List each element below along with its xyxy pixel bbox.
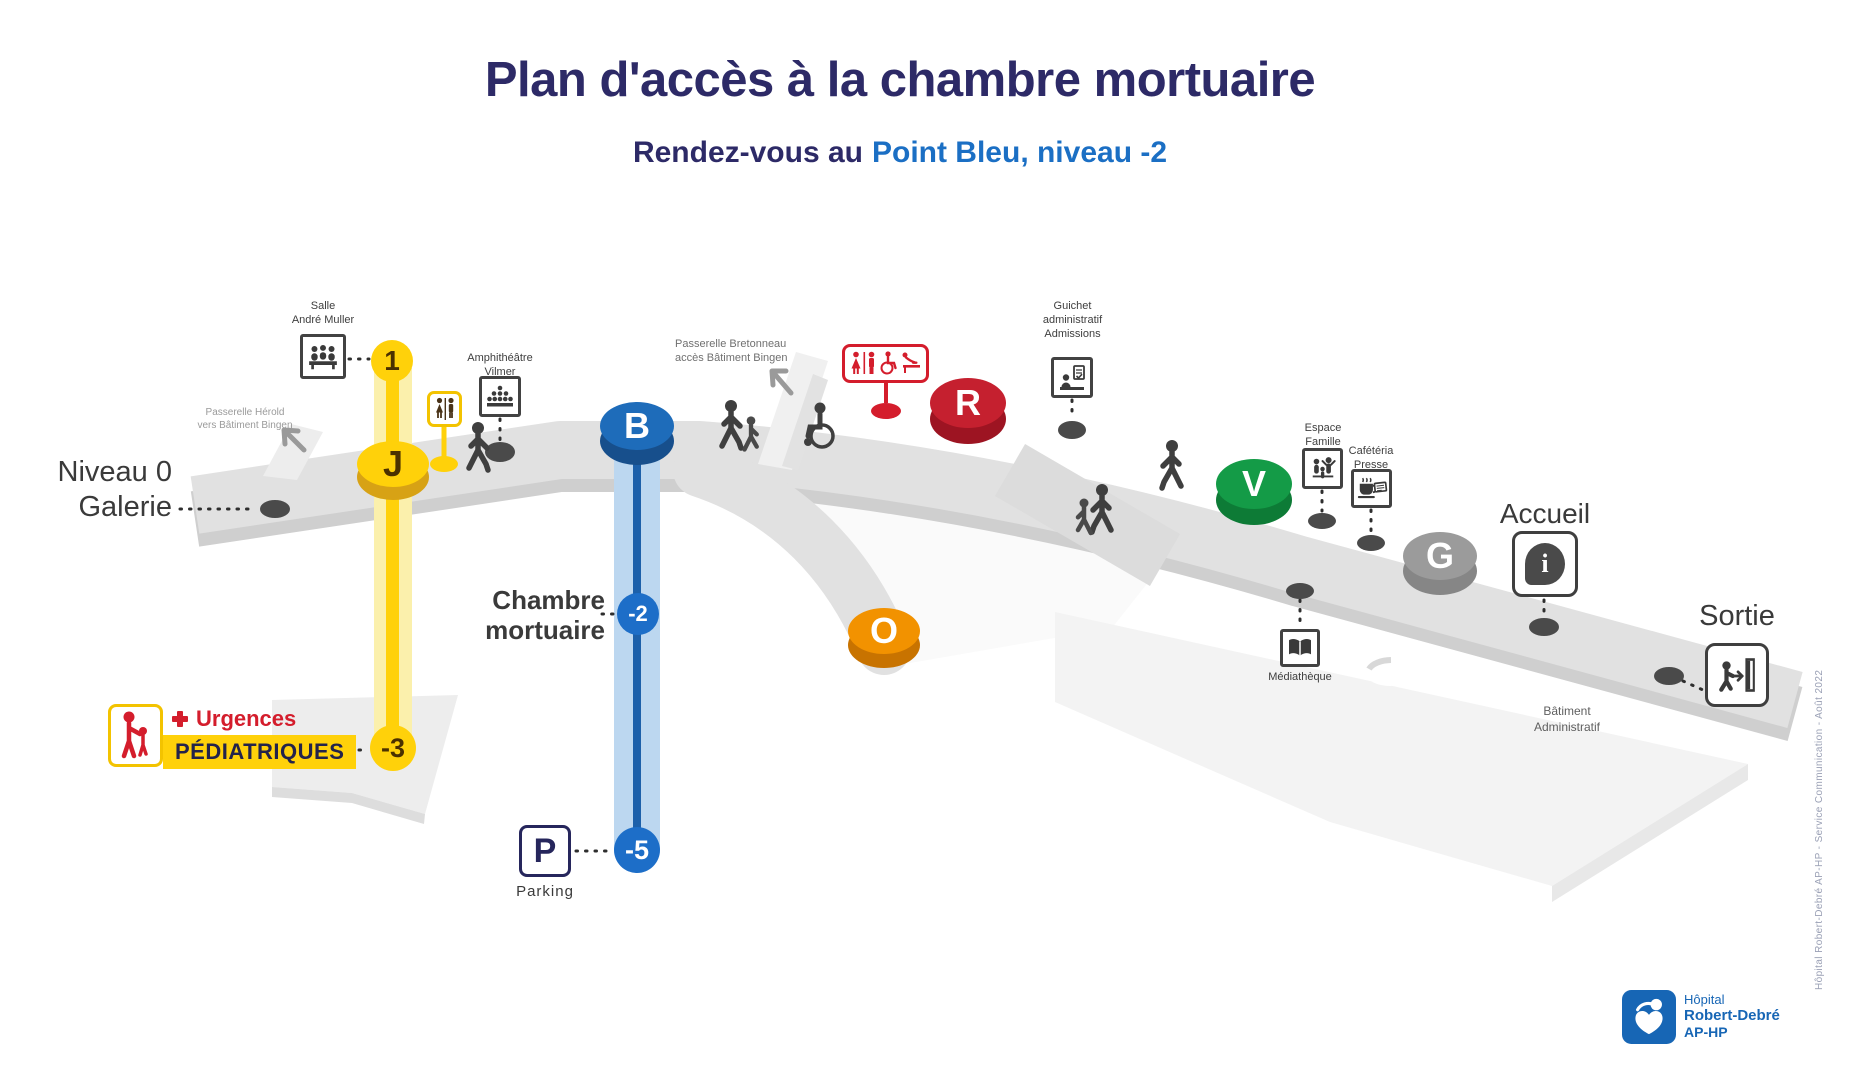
sign-stems: [430, 383, 901, 472]
level-bands: [374, 368, 660, 850]
sortie-label: Sortie: [1699, 600, 1775, 632]
subtitle-highlight: Point Bleu, niveau -2: [871, 136, 1168, 169]
chambre-mortuaire-label: Chambre mortuaire: [485, 585, 605, 645]
point-1: 1: [371, 340, 413, 382]
arrow-up-left-icon: [769, 368, 794, 396]
subtitle-prefix: Rendez-vous au: [632, 136, 863, 169]
pedestrian-icon: [1159, 440, 1184, 491]
salle-andre-muller-label: Salle André Muller: [291, 300, 355, 326]
point-g: G: [1403, 532, 1477, 596]
floor-cutout: [1366, 660, 1414, 686]
point-minus2: -2: [617, 593, 659, 635]
point-minus3: -3: [370, 725, 416, 771]
espace-famille-label: Espace Famille: [1304, 422, 1342, 448]
point-r: R: [930, 378, 1006, 445]
direction-arrows: [281, 368, 794, 453]
aphp-heart-logo-icon: [1622, 990, 1676, 1044]
passerelle-herold-ramp: [263, 424, 323, 480]
point-b: B: [600, 402, 674, 466]
open-book-icon: [1289, 638, 1311, 656]
page-title: Plan d'accès à la chambre mortuaire: [484, 53, 1316, 107]
galerie-line: Galerie: [78, 491, 173, 523]
point-v: V: [1216, 459, 1292, 526]
niveau0-line: Niveau 0: [57, 456, 172, 488]
coffee-press-icon: [1357, 477, 1387, 499]
pediatriques-text: PÉDIATRIQUES: [163, 735, 357, 769]
pedestrians: [466, 400, 1184, 536]
wc-sign: [427, 391, 462, 427]
batiment-administratif-label: Bâtiment Administratif: [1533, 704, 1601, 734]
guichet-admissions-label: Guichet administratif Admissions: [1042, 300, 1103, 340]
wc-icon: [435, 397, 454, 420]
pedestrian-pair-icon: [1075, 484, 1114, 536]
info-icon: i: [1525, 543, 1565, 585]
cafeteria-presse-sign: [1351, 469, 1392, 508]
salle-andre-muller-sign: [300, 334, 346, 379]
sanitaires-sign: [842, 344, 929, 383]
sortie-sign: [1705, 643, 1769, 707]
family-icon: [1312, 456, 1336, 478]
audience-icon: [309, 344, 337, 369]
wheelchair-user-icon: [804, 402, 835, 449]
guichet-admissions-sign: [1051, 357, 1093, 398]
accueil-label: Accueil: [1499, 498, 1591, 529]
amphitheatre-icon: [487, 385, 513, 406]
passerelle-bretonneau-label: Passerelle Bretonneau accès Bâtiment Bin…: [675, 338, 788, 364]
point-j: J: [357, 441, 429, 501]
pedestrian-pair-icon: [719, 400, 759, 452]
hospital-logo: Hôpital Robert-Debré AP-HP: [1622, 990, 1780, 1044]
urgences-label-row: Urgences: [170, 706, 296, 732]
toilets-accessible-baby-icon: [851, 350, 920, 374]
pedestrian-icon: [466, 422, 491, 473]
wc-anchor: [430, 456, 458, 472]
niveau0-galerie-label: Niveau 0 Galerie: [22, 455, 172, 525]
amphitheatre-vilmer-label: Amphithéâtre Vilmer: [467, 352, 533, 378]
amphitheatre-sign: [479, 376, 521, 417]
hospital-logo-text: Hôpital Robert-Debré AP-HP: [1684, 992, 1780, 1040]
urgences-pediatriques-sign: [108, 704, 163, 767]
floor-anchors: [260, 421, 1684, 685]
point-minus5: -5: [614, 827, 660, 873]
mediatheque-label: Médiathèque: [1268, 671, 1332, 683]
passerelle-herold-label: Passerelle Hérold vers Bâtiment Bingen: [197, 407, 293, 431]
parking-label: Parking: [516, 883, 574, 900]
credit-text: Hôpital Robert-Debré AP-HP - Service Com…: [1814, 669, 1825, 990]
parking-sign: P: [519, 825, 571, 877]
mediatheque-sign: [1280, 629, 1320, 667]
point-o: O: [848, 608, 920, 669]
exit-icon: [1719, 658, 1755, 692]
cafeteria-presse-label: Cafétéria Presse: [1348, 445, 1394, 471]
adult-child-icon: [121, 711, 148, 758]
espace-famille-sign: [1302, 448, 1343, 489]
admissions-desk-icon: [1060, 364, 1085, 390]
accueil-sign: i: [1512, 531, 1578, 597]
red-cross-icon: [172, 711, 188, 727]
urgences-text: Urgences: [196, 706, 297, 731]
sanitaires-anchor: [871, 403, 901, 419]
arrow-up-left-icon: [281, 427, 307, 453]
